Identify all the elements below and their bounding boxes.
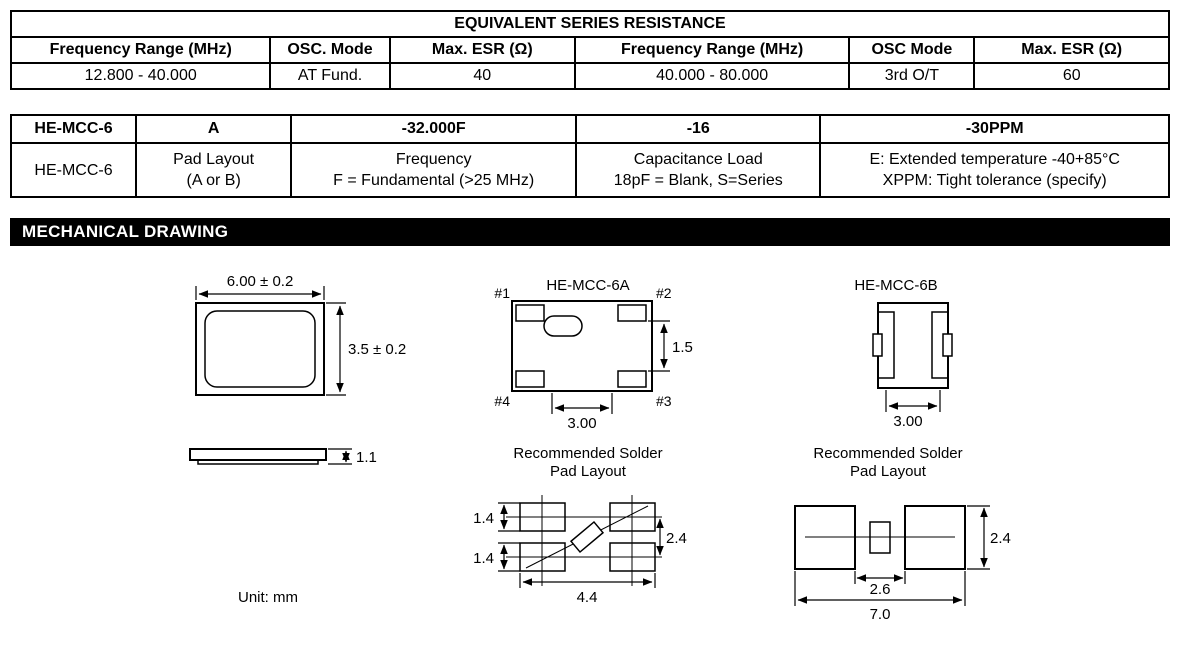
mcc6a-dim-width-label: 4.4 <box>577 589 598 606</box>
mcc6a-dimension-lines <box>551 320 670 414</box>
esr-header-max-esr-1: Max. ESR (Ω) <box>388 36 576 64</box>
mcc6a-dim-vertical-label: 1.5 <box>672 339 693 356</box>
section-title-mechanical-drawing: MECHANICAL DRAWING <box>10 218 1170 246</box>
mcc6a-body <box>511 300 653 392</box>
package-side-view <box>189 448 327 465</box>
mcc6a-pin1-label: #1 <box>494 285 510 301</box>
mcc6b-solder-dimension-lines <box>794 505 990 606</box>
part-number-table: HE-MCC-6 A -32.000F -16 -30PPM HE-MCC-6 … <box>9 114 1170 198</box>
part-desc-frequency: Frequency F = Fundamental (>25 MHz) <box>290 142 578 198</box>
unit-label: Unit: mm <box>238 589 298 606</box>
part-code-pad-layout: A <box>135 114 293 144</box>
mcc6a-dim-horizontal-label: 3.00 <box>567 415 596 432</box>
part-desc-series: HE-MCC-6 <box>9 142 138 198</box>
esr-header-freq-range-1: Frequency Range (MHz) <box>9 36 272 64</box>
mcc6a-pin3-label: #3 <box>656 393 672 409</box>
mcc6a-solder-title-line1: Recommended Solder <box>513 445 662 462</box>
esr-header-osc-mode-2: OSC Mode <box>848 36 976 64</box>
esr-cell-freq-range-1: 12.800 - 40.000 <box>9 62 272 90</box>
mcc6b-dim-inner-label: 2.6 <box>870 581 891 598</box>
mcc6b-dimension-lines <box>885 390 941 412</box>
part-desc-pad-layout: Pad Layout (A or B) <box>135 142 293 198</box>
part-desc-options: E: Extended temperature -40+85°C XPPM: T… <box>819 142 1170 198</box>
esr-cell-max-esr-2: 60 <box>973 62 1170 90</box>
mcc6b-dim-width-label: 7.0 <box>870 606 891 623</box>
mcc6b-title: HE-MCC-6B <box>854 277 937 294</box>
part-code-options: -30PPM <box>819 114 1170 144</box>
esr-cell-osc-mode-1: AT Fund. <box>269 62 391 90</box>
mcc6a-pin2-label: #2 <box>656 285 672 301</box>
dim-package-thickness-label: 1.1 <box>356 449 377 466</box>
mcc6a-dim-height-label: 2.4 <box>666 530 687 547</box>
mcc6b-dim-height-label: 2.4 <box>990 530 1011 547</box>
part-code-capacitance: -16 <box>575 114 822 144</box>
esr-header-max-esr-2: Max. ESR (Ω) <box>973 36 1170 64</box>
package-dimension-lines <box>195 286 352 465</box>
mcc6a-dim-pad-bottom-label: 1.4 <box>473 550 494 567</box>
esr-table-title: EQUIVALENT SERIES RESISTANCE <box>10 10 1170 38</box>
esr-header-freq-range-2: Frequency Range (MHz) <box>573 36 851 64</box>
esr-table: EQUIVALENT SERIES RESISTANCE Frequency R… <box>9 10 1170 90</box>
dim-package-width-label: 6.00 ± 0.2 <box>227 273 294 290</box>
part-desc-capacitance: Capacitance Load 18pF = Blank, S=Series <box>575 142 822 198</box>
mechanical-drawing-canvas: 6.00 ± 0.2 3.5 ± 0.2 1.1 Unit: mm HE-MCC… <box>189 273 1011 623</box>
mcc6a-solder-pad-layout <box>506 495 662 586</box>
datasheet-page: EQUIVALENT SERIES RESISTANCE Frequency R… <box>0 10 1180 649</box>
mcc6b-dim-horizontal-label: 3.00 <box>893 413 922 430</box>
mcc6b-solder-pad-layout <box>794 505 966 570</box>
mcc6a-pin4-label: #4 <box>494 393 510 409</box>
esr-header-osc-mode-1: OSC. Mode <box>269 36 391 64</box>
mcc6a-title: HE-MCC-6A <box>546 277 629 294</box>
dim-package-height-label: 3.5 ± 0.2 <box>348 341 406 358</box>
esr-cell-freq-range-2: 40.000 - 80.000 <box>573 62 851 90</box>
part-code-frequency: -32.000F <box>290 114 578 144</box>
mcc6a-solder-dimension-lines <box>498 502 664 588</box>
mcc6b-solder-title-line2: Pad Layout <box>850 463 927 480</box>
part-code-series: HE-MCC-6 <box>9 114 138 144</box>
esr-cell-osc-mode-2: 3rd O/T <box>848 62 976 90</box>
mcc6b-body <box>872 302 953 389</box>
package-top-view <box>195 302 325 396</box>
mcc6a-solder-title-line2: Pad Layout <box>550 463 627 480</box>
mcc6b-solder-title-line1: Recommended Solder <box>813 445 962 462</box>
esr-cell-max-esr-1: 40 <box>388 62 576 90</box>
mcc6a-dim-pad-top-label: 1.4 <box>473 510 494 527</box>
